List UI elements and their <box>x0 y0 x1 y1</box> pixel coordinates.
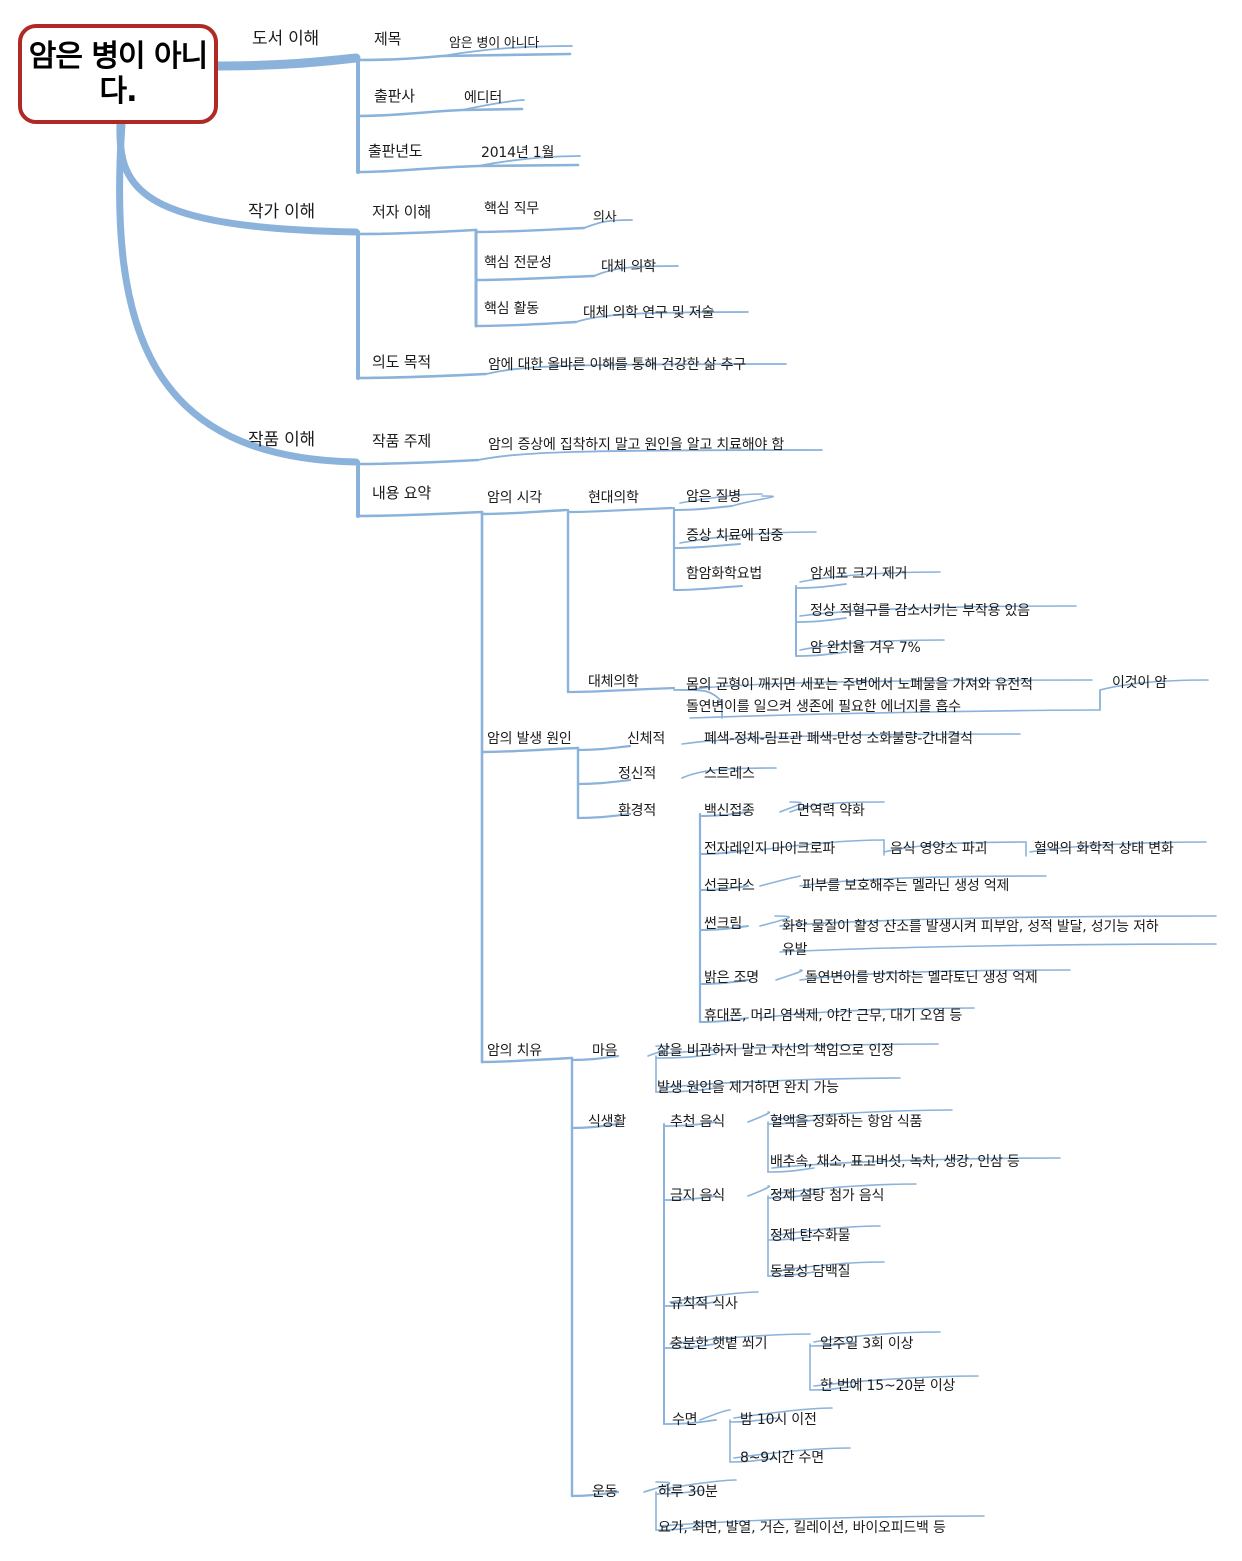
node-이것이-암[interactable]: 이것이 암 <box>1112 675 1167 691</box>
node-마음[interactable]: 마음 <box>592 1043 618 1059</box>
node-암의-발생-원인[interactable]: 암의 발생 원인 <box>487 731 572 747</box>
node-의도-목적[interactable]: 의도 목적 <box>372 353 431 371</box>
node-저자-이해[interactable]: 저자 이해 <box>372 203 431 221</box>
node-암의-시각[interactable]: 암의 시각 <box>487 490 542 506</box>
node-금지-음식[interactable]: 금지 음식 <box>670 1188 725 1204</box>
node-현대의학[interactable]: 현대의학 <box>588 490 639 506</box>
node-수면-2[interactable]: 8~9시간 수면 <box>740 1450 824 1466</box>
node-출판년도-값[interactable]: 2014년 1월 <box>481 145 555 161</box>
node-금지-음식-1[interactable]: 정제 설탕 첨가 음식 <box>770 1188 885 1204</box>
node-증상-치료에-집중[interactable]: 증상 치료에 집중 <box>686 528 784 544</box>
node-완치율[interactable]: 암 완치율 겨우 7% <box>810 640 921 656</box>
node-운동-2[interactable]: 요가, 최면, 발열, 거슨, 킬레이션, 바이오피드백 등 <box>658 1520 946 1536</box>
node-부작용[interactable]: 정상 적혈구를 감소시키는 부작용 있음 <box>810 603 1030 619</box>
node-햇볕-1[interactable]: 일주일 3회 이상 <box>820 1336 914 1352</box>
node-음식-영양소-파괴[interactable]: 음식 영양소 파괴 <box>890 841 988 857</box>
node-출판사[interactable]: 출판사 <box>374 87 415 105</box>
node-작품-주제-값[interactable]: 암의 증상에 집착하지 말고 원인을 알고 치료해야 함 <box>488 437 785 453</box>
node-대체의학-설명[interactable]: 몸의 균형이 깨지면 세포는 주변에서 노폐물을 가져와 유전적 돌연변이를 일… <box>686 677 1033 715</box>
node-신체적-값[interactable]: 폐색-정체-림프관 폐색-만성 소화불량-간내결석 <box>704 731 973 747</box>
node-규칙적-식사[interactable]: 규칙적 식사 <box>670 1296 738 1312</box>
node-수면[interactable]: 수면 <box>672 1412 698 1428</box>
node-마음-1[interactable]: 삶을 비관하지 말고 자신의 책임으로 인정 <box>657 1043 894 1059</box>
node-밝은-조명[interactable]: 밝은 조명 <box>704 970 759 986</box>
node-제목[interactable]: 제목 <box>374 30 402 48</box>
node-도서-이해[interactable]: 도서 이해 <box>252 29 319 49</box>
node-면역력-약화[interactable]: 면역력 약화 <box>797 803 865 819</box>
node-함암화학요법[interactable]: 함암화학요법 <box>686 566 763 582</box>
node-운동-1[interactable]: 하루 30분 <box>658 1484 718 1500</box>
node-마음-2[interactable]: 발생 원인을 제거하면 완치 가능 <box>657 1080 839 1096</box>
node-암은-질병[interactable]: 암은 질병 <box>686 489 741 505</box>
node-대체-의학[interactable]: 대체 의학 <box>601 259 656 275</box>
node-출판년도[interactable]: 출판년도 <box>368 142 423 160</box>
node-추천-음식[interactable]: 추천 음식 <box>670 1114 725 1130</box>
node-썬크림[interactable]: 썬크림 <box>704 916 743 932</box>
node-작가-이해[interactable]: 작가 이해 <box>248 202 315 222</box>
node-환경적[interactable]: 환경적 <box>618 803 657 819</box>
node-핵심-활동-값[interactable]: 대체 의학 연구 및 저술 <box>583 305 715 321</box>
node-암세포-크기-제거[interactable]: 암세포 크기 제거 <box>810 566 908 582</box>
node-핵심-전문성[interactable]: 핵심 전문성 <box>484 255 552 271</box>
node-햇볕-2[interactable]: 한 번에 15~20분 이상 <box>820 1378 956 1394</box>
node-대체의학[interactable]: 대체의학 <box>588 674 639 690</box>
node-스트레스[interactable]: 스트레스 <box>704 766 755 782</box>
node-썬크림-설명[interactable]: 화학 물질이 활성 산소를 발생시켜 피부암, 성적 발달, 성기능 저하 유발 <box>782 919 1159 959</box>
node-내용-요약[interactable]: 내용 요약 <box>372 484 431 502</box>
node-제목-값[interactable]: 암은 병이 아니다 <box>449 36 540 51</box>
node-충분한-햇볕-쐬기[interactable]: 충분한 햇볕 쐬기 <box>670 1336 768 1352</box>
node-혈액-화학적-상태-변화[interactable]: 혈액의 화학적 상태 변화 <box>1034 841 1174 857</box>
root-node[interactable]: 암은 병이 아니다. <box>18 24 218 124</box>
node-암의-치유[interactable]: 암의 치유 <box>487 1043 542 1059</box>
node-핵심-활동[interactable]: 핵심 활동 <box>484 301 539 317</box>
node-멜라토닌-생성-억제[interactable]: 돌연변이를 방지하는 멜라토닌 생성 억제 <box>805 970 1038 986</box>
node-식생활[interactable]: 식생활 <box>588 1114 627 1130</box>
node-신체적[interactable]: 신체적 <box>627 731 666 747</box>
node-작품-주제[interactable]: 작품 주제 <box>372 432 431 450</box>
node-선글라스[interactable]: 선글라스 <box>704 878 755 894</box>
node-의도-목적-값[interactable]: 암에 대한 올바른 이해를 통해 건강한 삶 추구 <box>488 357 746 373</box>
node-핵심-직무[interactable]: 핵심 직무 <box>484 201 539 217</box>
node-추천-음식-2[interactable]: 배추속, 채소, 표고버섯, 녹차, 생강, 인삼 등 <box>770 1154 1020 1170</box>
node-기타-환경-요인[interactable]: 휴대폰, 머리 염색제, 야간 근무, 대기 오염 등 <box>704 1008 963 1024</box>
node-작품-이해[interactable]: 작품 이해 <box>248 430 315 450</box>
node-의사[interactable]: 의사 <box>593 210 617 225</box>
node-추천-음식-1[interactable]: 혈액을 정화하는 항암 식품 <box>770 1114 923 1130</box>
node-멜라닌-생성-억제[interactable]: 피부를 보호해주는 멜라닌 생성 억제 <box>802 878 1010 894</box>
node-정신적[interactable]: 정신적 <box>618 766 657 782</box>
node-운동[interactable]: 운동 <box>592 1484 618 1500</box>
node-백신접종[interactable]: 백신접종 <box>704 803 755 819</box>
node-수면-1[interactable]: 밤 10시 이전 <box>740 1412 817 1428</box>
node-금지-음식-3[interactable]: 동물성 담백질 <box>770 1264 851 1280</box>
node-금지-음식-2[interactable]: 정제 탄수화물 <box>770 1228 851 1244</box>
node-전자레인지-마이크로파[interactable]: 전자레인지 마이크로파 <box>704 841 836 857</box>
node-출판사-값[interactable]: 에디터 <box>464 90 503 106</box>
